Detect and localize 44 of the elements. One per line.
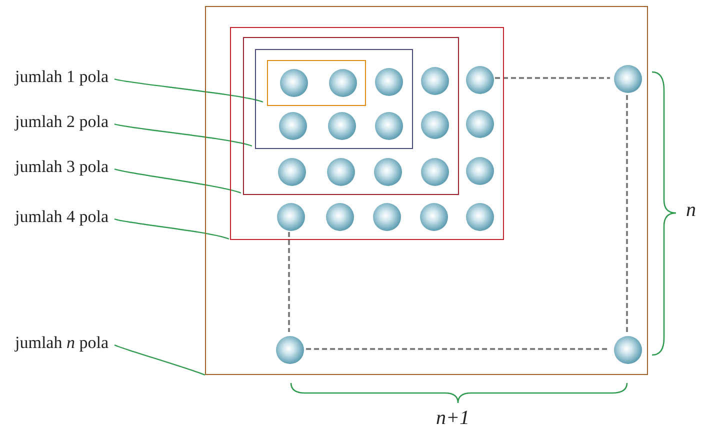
pattern-label: jumlah 1 pola: [15, 67, 108, 87]
dot: [278, 158, 306, 186]
dot: [276, 336, 304, 364]
leader-line: [114, 218, 230, 240]
dimension-label: n+1: [436, 408, 470, 428]
dot: [375, 112, 403, 140]
pattern-label: jumlah 4 pola: [15, 207, 108, 227]
dot: [329, 69, 357, 97]
group-frame: [267, 60, 366, 106]
group-frame: [230, 27, 504, 240]
dot: [421, 67, 449, 95]
dot: [466, 110, 494, 138]
dashed-connector: [495, 77, 610, 79]
dot: [421, 158, 449, 186]
dot: [328, 112, 356, 140]
dot: [326, 203, 354, 231]
pattern-label: jumlah 3 pola: [15, 157, 108, 177]
dot: [373, 203, 401, 231]
dot: [420, 203, 448, 231]
group-frame: [255, 49, 413, 149]
pattern-label: jumlah n pola: [15, 333, 108, 353]
leader-line: [114, 344, 206, 376]
dot: [279, 112, 307, 140]
dot: [374, 158, 402, 186]
dimension-label: n: [686, 200, 696, 220]
dot: [614, 65, 642, 93]
dashed-connector: [288, 232, 290, 332]
leader-line: [114, 78, 264, 103]
leader-line: [114, 168, 242, 194]
leader-line: [114, 123, 252, 147]
dot: [466, 157, 494, 185]
dot: [466, 66, 494, 94]
dot: [327, 158, 355, 186]
group-frame: [243, 37, 459, 195]
dot: [280, 69, 308, 97]
dashed-connector: [306, 348, 610, 350]
dot: [277, 203, 305, 231]
outer-frame: [205, 6, 648, 375]
dot: [421, 111, 449, 139]
pattern-label: jumlah 2 pola: [15, 112, 108, 132]
dot: [614, 336, 642, 364]
dot: [466, 203, 494, 231]
dot: [375, 68, 403, 96]
dashed-connector: [626, 95, 628, 332]
